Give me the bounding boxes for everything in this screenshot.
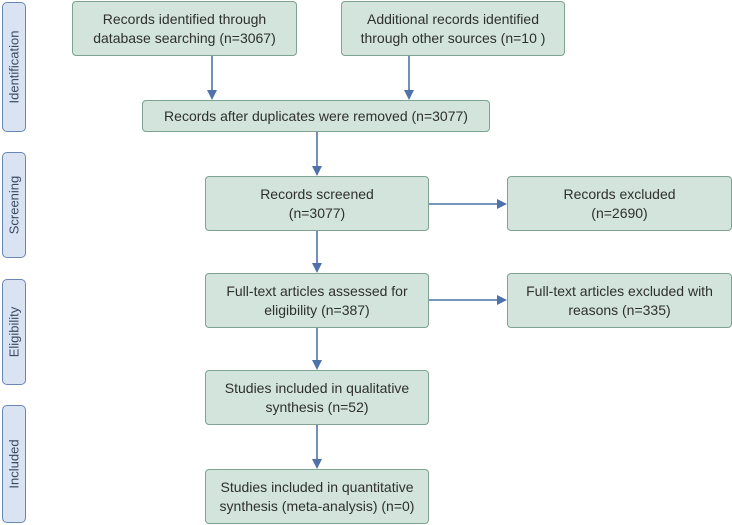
box-after-duplicates-line1: Records after duplicates were removed (n…	[164, 107, 468, 124]
box-other-sources: Additional records identified through ot…	[341, 1, 565, 56]
box-records-screened: Records screened (n=3077)	[205, 176, 429, 231]
box-after-duplicates: Records after duplicates were removed (n…	[142, 100, 490, 132]
box-fulltext-assessed: Full-text articles assessed for eligibil…	[205, 273, 429, 328]
box-fulltext-excluded-line1: Full-text articles excluded with	[526, 282, 713, 299]
box-records-excluded: Records excluded (n=2690)	[507, 176, 732, 231]
box-records-excluded-line1: Records excluded	[563, 185, 676, 202]
box-records-screened-line2: (n=3077)	[288, 204, 346, 221]
box-fulltext-assessed-line1: Full-text articles assessed for	[226, 282, 408, 299]
stage-included: Included	[2, 405, 26, 523]
box-quantitative-synthesis: Studies included in quantitative synthes…	[205, 469, 429, 524]
box-records-excluded-line2: (n=2690)	[591, 204, 648, 221]
box-fulltext-assessed-line2: eligibility (n=387)	[264, 301, 370, 318]
box-other-sources-line1: Additional records identified	[367, 10, 539, 27]
box-qualitative-synthesis: Studies included in qualitative synthesi…	[205, 370, 429, 425]
box-quantitative-synthesis-line2: synthesis (meta-analysis) (n=0)	[219, 497, 415, 514]
box-other-sources-line2: through other sources (n=10 )	[360, 29, 546, 46]
stage-eligibility: Eligibility	[2, 279, 26, 385]
stage-identification: Identification	[2, 2, 26, 132]
box-database-search-line2: database searching (n=3067)	[93, 29, 276, 46]
box-qualitative-synthesis-line1: Studies included in qualitative	[224, 379, 410, 396]
box-quantitative-synthesis-line1: Studies included in quantitative	[220, 478, 414, 495]
box-database-search-line1: Records identified through	[102, 10, 267, 27]
box-qualitative-synthesis-line2: synthesis (n=52)	[265, 398, 369, 415]
stage-screening: Screening	[2, 152, 26, 258]
box-fulltext-excluded: Full-text articles excluded with reasons…	[507, 273, 732, 328]
box-database-search: Records identified through database sear…	[72, 1, 297, 56]
box-fulltext-excluded-line2: reasons (n=335)	[568, 301, 671, 318]
box-records-screened-line1: Records screened	[260, 185, 374, 202]
